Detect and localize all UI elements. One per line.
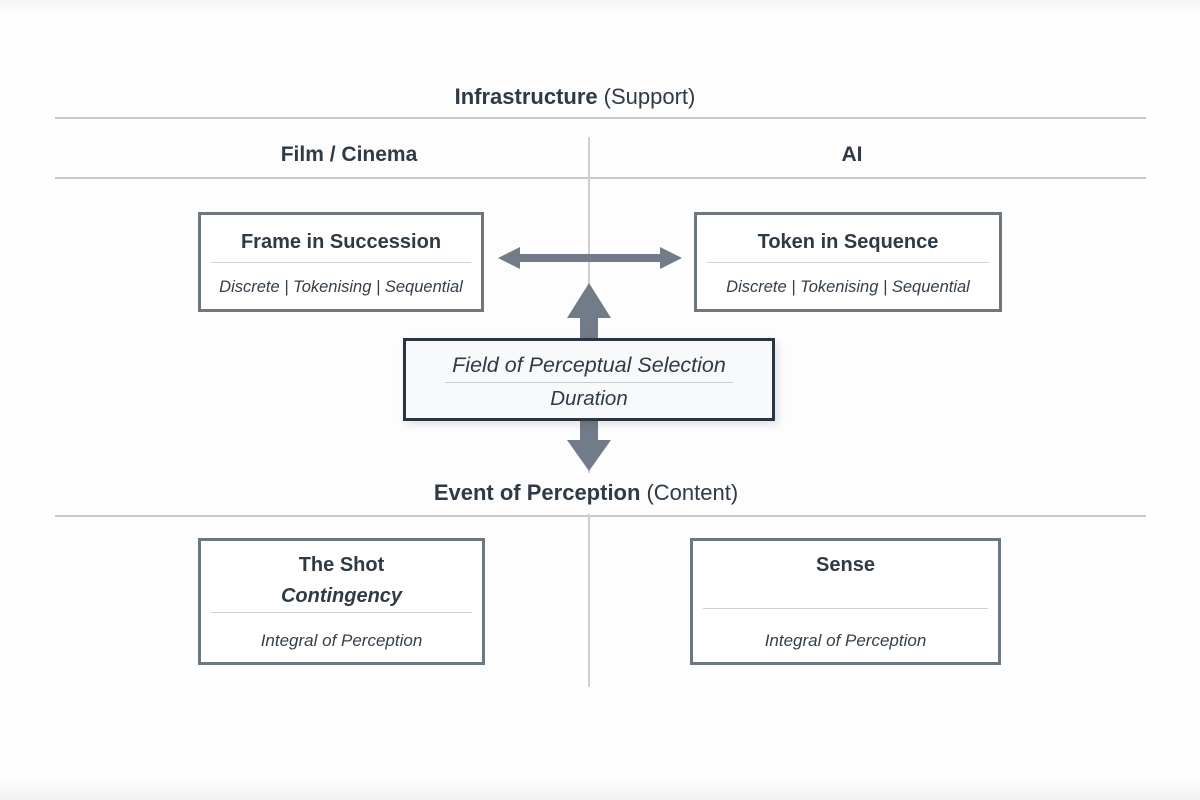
column-header-ai: AI [841,143,863,166]
token-in-sequence-subtitle: Discrete | Tokenising | Sequential [726,278,970,296]
sense-footer: Integral of Perception [764,631,927,650]
box-divider [703,608,988,609]
down-arrow-icon [567,418,611,471]
center-box-line2: Duration [550,387,628,410]
sense-box: Sense Integral of Perception [690,538,1001,665]
middle-heading-rule [55,515,1146,517]
the-shot-footer: Integral of Perception [260,631,423,650]
event-of-perception-heading-normal: (Content) [646,480,739,505]
the-shot-subtitle: Contingency [280,585,403,607]
infrastructure-heading-normal: (Support) [603,84,696,109]
the-shot-title: The Shot [298,554,385,576]
frame-in-succession-subtitle: Discrete | Tokenising | Sequential [219,278,463,296]
frame-in-succession-box: Frame in Succession Discrete | Tokenisin… [198,212,484,312]
sense-title: Sense [816,554,875,576]
box-divider [707,262,989,263]
event-of-perception-heading-bold: Event of Perception [433,480,641,505]
column-header-film-cinema: Film / Cinema [280,143,418,166]
box-divider [211,262,471,263]
token-in-sequence-title: Token in Sequence [757,231,939,253]
infrastructure-heading-bold: Infrastructure [454,84,598,109]
bidirectional-arrow-icon [498,247,682,269]
box-divider [211,612,472,613]
box-divider [445,382,733,383]
top-heading-rule [55,117,1146,119]
up-arrow-icon [567,283,611,341]
event-of-perception-heading: Event of Perception(Content) [434,479,738,507]
infrastructure-heading: Infrastructure(Support) [455,83,696,111]
center-box-line1: Field of Perceptual Selection [452,353,726,377]
token-in-sequence-box: Token in Sequence Discrete | Tokenising … [694,212,1002,312]
field-of-perceptual-selection-box: Field of Perceptual Selection Duration [403,338,775,421]
the-shot-box: The Shot Contingency Integral of Percept… [198,538,485,665]
column-header-rule [55,177,1146,179]
column-divider-lower [588,514,590,687]
frame-in-succession-title: Frame in Succession [240,231,442,253]
